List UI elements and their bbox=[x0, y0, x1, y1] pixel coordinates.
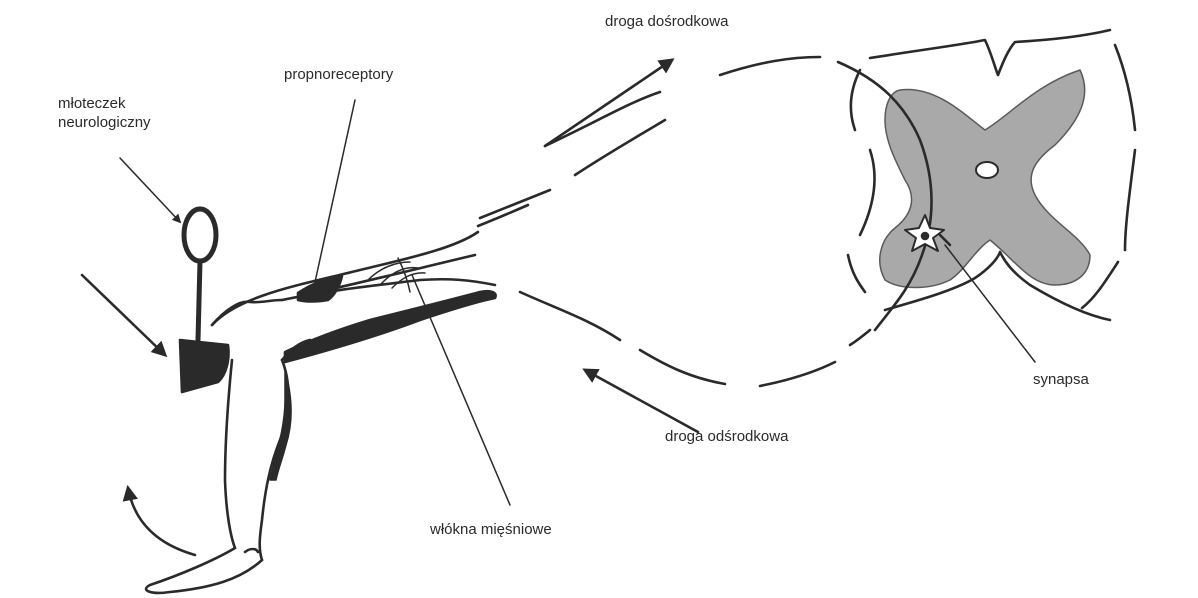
fibers-leader bbox=[412, 275, 510, 505]
proprioceptors-label: propnoreceptory bbox=[284, 65, 393, 84]
hammer-label-line2: neurologiczny bbox=[58, 113, 151, 132]
cord-outline-top bbox=[870, 30, 1110, 75]
reflex-hammer bbox=[184, 209, 216, 340]
afferent-path-label: droga dośrodkowa bbox=[605, 12, 728, 31]
patellar-tendon bbox=[180, 340, 229, 392]
efferent-arrow bbox=[585, 370, 698, 432]
interneuron-nucleus bbox=[922, 233, 928, 239]
cord-outline-right-2 bbox=[1125, 150, 1135, 250]
synapse-label: synapsa bbox=[1033, 370, 1089, 389]
cord-outline-left-1 bbox=[851, 70, 860, 130]
proprio-leader bbox=[315, 100, 355, 282]
cord-outline-right-1 bbox=[1115, 45, 1135, 130]
hammer-leader bbox=[120, 158, 180, 222]
cord-outline-left-3 bbox=[848, 255, 865, 292]
kick-arrow bbox=[128, 488, 195, 555]
muscle-fibers-label: włókna mięśniowe bbox=[430, 520, 552, 539]
cord-outline-left-2 bbox=[860, 150, 875, 235]
afferent-arrow bbox=[545, 60, 672, 146]
tap-arrow bbox=[82, 275, 165, 355]
efferent-path-label: droga odśrodkowa bbox=[665, 427, 788, 446]
afferent-path-arc bbox=[478, 57, 820, 226]
spinal-cord-section bbox=[838, 30, 1135, 330]
central-canal bbox=[976, 162, 998, 178]
hammer-label-line1: młoteczek bbox=[58, 94, 151, 113]
hammer-label: młoteczek neurologiczny bbox=[58, 94, 151, 132]
efferent-path-arc bbox=[520, 292, 870, 386]
